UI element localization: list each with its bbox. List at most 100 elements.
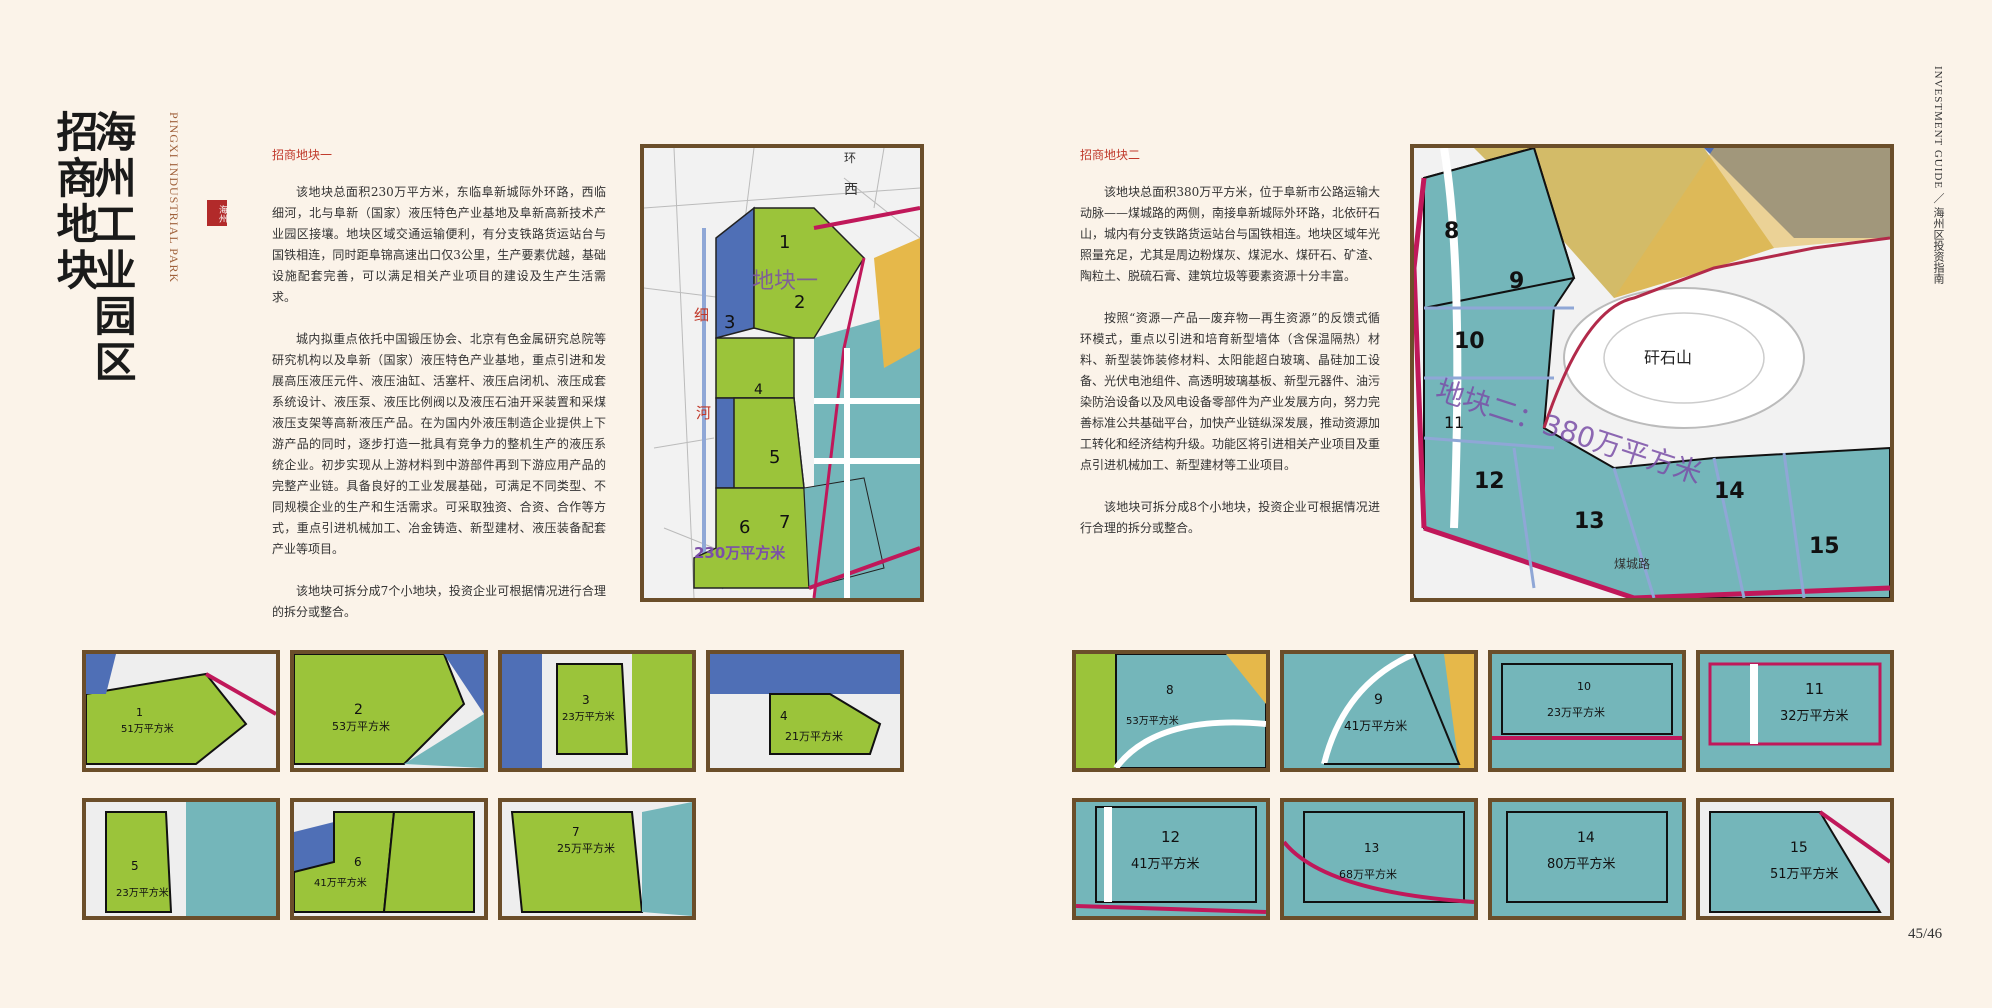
thumb-area: 25万平方米	[557, 841, 615, 855]
thumb-area: 41万平方米	[1344, 718, 1407, 733]
thumb-number: 10	[1577, 680, 1591, 693]
map1-parcel-label: 1	[779, 232, 790, 253]
parcel-thumb-graphic: 14 80万平方米	[1492, 802, 1682, 916]
map1-parcel-label: 2	[794, 292, 805, 313]
thumb-number: 9	[1374, 692, 1383, 708]
thumb-area: 51万平方米	[1770, 866, 1839, 882]
thumb-area: 41万平方米	[1131, 856, 1200, 872]
thumb-number: 7	[572, 825, 580, 839]
map-district-2: 矸石山 地块二：380万平方米 煤城路 8 9 10 11 12 13 14 1…	[1410, 144, 1894, 602]
map2-parcel-label: 14	[1714, 479, 1745, 504]
map2-road-label: 煤城路	[1614, 556, 1650, 571]
park-english-name: PINGXI INDUSTRIAL PARK	[167, 112, 181, 284]
parcel-thumb-graphic: 4 21万平方米	[710, 654, 900, 768]
parcel-thumb: 12 41万平方米	[1072, 798, 1270, 920]
map2-parcel-label: 9	[1509, 269, 1524, 294]
parcel-thumb-graphic: 1 51万平方米	[86, 654, 276, 768]
section2-paragraph: 按照“资源—产品—废弃物—再生资源”的反馈式循环模式，重点以引进和培育新型墙体（…	[1080, 311, 1381, 472]
map1-label-west: 西	[844, 182, 858, 198]
thumb-number: 8	[1166, 683, 1174, 697]
parcel-thumb-graphic: 3 23万平方米	[502, 654, 692, 768]
map1-parcel-label: 4	[754, 382, 763, 398]
map2-parcel-label: 13	[1574, 509, 1605, 534]
map1-label-river2: 河	[696, 404, 711, 422]
map1-district-label: 地块一	[752, 269, 818, 294]
parcel-thumb: 9 41万平方米	[1280, 650, 1478, 772]
map2-mountain-label: 矸石山	[1644, 348, 1692, 367]
thumb-area: 23万平方米	[562, 710, 615, 723]
map1-label-river1: 细	[694, 306, 709, 324]
parcel-thumb: 1 51万平方米	[82, 650, 280, 772]
thumb-number: 6	[354, 855, 362, 869]
thumb-number: 3	[582, 693, 590, 707]
thumb-area: 51万平方米	[121, 722, 174, 735]
thumb-number: 2	[354, 702, 363, 718]
running-header-chinese: 海州区投资指南	[1932, 207, 1945, 285]
thumb-number: 12	[1161, 828, 1180, 846]
parcel-thumb-graphic: 7 25万平方米	[502, 802, 692, 916]
parcel-thumb: 3 23万平方米	[498, 650, 696, 772]
thumb-number: 1	[136, 706, 143, 719]
section1-heading: 招商地块一	[272, 148, 333, 162]
seal-logo: 海州	[207, 200, 227, 226]
map1-parcel-label: 5	[769, 447, 780, 468]
parcel-thumb-graphic: 2 53万平方米	[294, 654, 484, 768]
map-district-2-graphic: 矸石山 地块二：380万平方米 煤城路 8 9 10 11 12 13 14 1…	[1414, 148, 1890, 598]
parcel-thumb: 7 25万平方米	[498, 798, 696, 920]
parcel-thumb: 15 51万平方米	[1696, 798, 1894, 920]
thumb-number: 13	[1364, 841, 1379, 855]
running-header-english: INVESTMENT GUIDE	[1932, 66, 1944, 190]
section1-paragraph: 该地块可拆分成7个小地块，投资企业可根据情况进行合理的拆分或整合。	[272, 584, 606, 619]
map-district-1: 环 西 细 河 地块一 230万平方米 1 2 3 4 5 6 7	[640, 144, 924, 602]
map2-parcel-label: 10	[1454, 329, 1485, 354]
thumb-area: 53万平方米	[1126, 714, 1179, 727]
section1-paragraph: 该地块总面积230万平方米，东临阜新城际外环路，西临细河，北与阜新（国家）液压特…	[272, 185, 606, 304]
section2-heading: 招商地块二	[1080, 148, 1141, 162]
parcel-thumb: 13 68万平方米	[1280, 798, 1478, 920]
parcel-thumb: 8 53万平方米	[1072, 650, 1270, 772]
running-header: INVESTMENT GUIDE ／ 海州区投资指南	[1930, 66, 1946, 284]
section1-paragraph: 城内拟重点依托中国锻压协会、北京有色金属研究总院等研究机构以及阜新（国家）液压特…	[272, 332, 606, 556]
parcel-thumb: 11 32万平方米	[1696, 650, 1894, 772]
thumb-area: 23万平方米	[116, 886, 169, 899]
parcel-thumb-graphic: 12 41万平方米	[1076, 802, 1266, 916]
parcel-thumb-graphic: 8 53万平方米	[1076, 654, 1266, 768]
parcel-thumb-graphic: 13 68万平方米	[1284, 802, 1474, 916]
parcel-thumb: 2 53万平方米	[290, 650, 488, 772]
map2-parcel-label: 8	[1444, 219, 1459, 244]
parcel-thumb: 6 41万平方米	[290, 798, 488, 920]
thumb-area: 80万平方米	[1547, 856, 1616, 872]
thumb-number: 5	[131, 859, 139, 873]
thumb-area: 68万平方米	[1339, 867, 1397, 881]
thumb-number: 15	[1790, 840, 1808, 856]
map-district-1-graphic: 环 西 细 河 地块一 230万平方米 1 2 3 4 5 6 7	[644, 148, 920, 598]
map1-area-label: 230万平方米	[694, 544, 786, 562]
map1-parcel-label: 3	[724, 312, 735, 333]
thumb-number: 4	[780, 709, 788, 723]
page-subtitle: 招商地块	[50, 110, 99, 294]
parcel-thumb-graphic: 10 23万平方米	[1492, 654, 1682, 768]
running-header-divider: ／	[1932, 192, 1945, 208]
section1-body: 该地块总面积230万平方米，东临阜新城际外环路，西临细河，北与阜新（国家）液压特…	[272, 182, 606, 644]
parcel-thumb-graphic: 9 41万平方米	[1284, 654, 1474, 768]
thumb-number: 14	[1577, 830, 1595, 846]
map1-label-ring: 环	[844, 151, 856, 165]
thumb-area: 41万平方米	[314, 876, 367, 889]
thumb-area: 32万平方米	[1780, 708, 1849, 724]
map2-parcel-label: 15	[1809, 534, 1840, 559]
map1-parcel-label: 6	[739, 517, 750, 538]
thumb-number: 11	[1805, 680, 1824, 698]
parcel-thumb: 14 80万平方米	[1488, 798, 1686, 920]
thumb-area: 23万平方米	[1547, 705, 1605, 719]
section2-paragraph: 该地块可拆分成8个小地块，投资企业可根据情况进行合理的拆分或整合。	[1080, 500, 1380, 535]
thumb-area: 53万平方米	[332, 719, 390, 733]
section2-body: 该地块总面积380万平方米，位于阜新市公路运输大动脉——煤城路的两侧，南接阜新城…	[1080, 182, 1380, 560]
thumb-area: 21万平方米	[785, 729, 843, 743]
parcel-thumb-graphic: 6 41万平方米	[294, 802, 484, 916]
map2-parcel-label: 12	[1474, 469, 1505, 494]
parcel-thumb: 5 23万平方米	[82, 798, 280, 920]
map2-parcel-label: 11	[1444, 413, 1464, 432]
parcel-thumb-graphic: 11 32万平方米	[1700, 654, 1890, 768]
page-number: 45/46	[1908, 926, 1943, 942]
page-title: 海州工业园区	[88, 110, 137, 386]
